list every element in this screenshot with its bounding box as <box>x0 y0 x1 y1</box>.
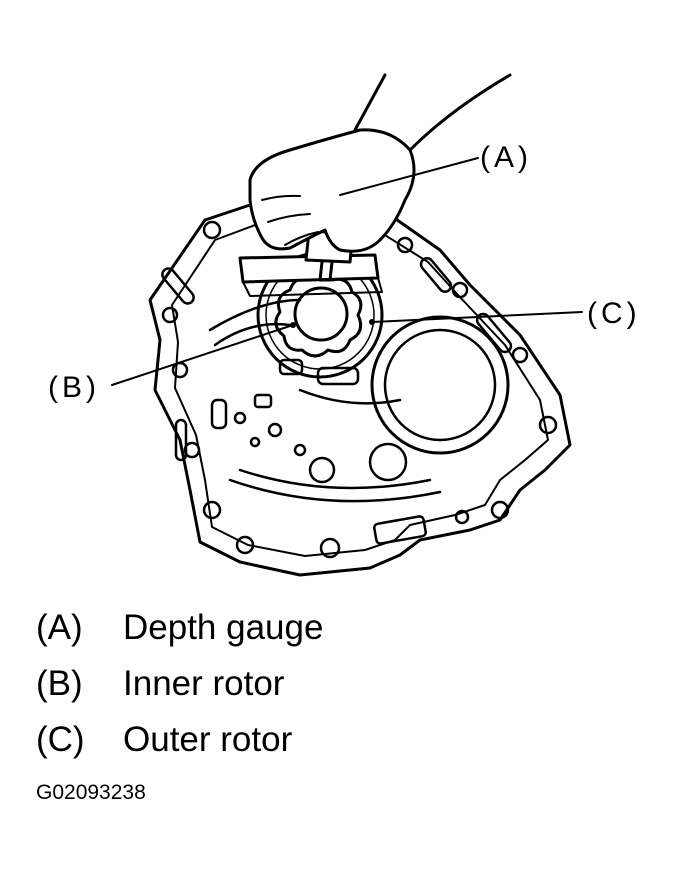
gauge-stem <box>318 260 334 282</box>
large-bore <box>370 315 510 455</box>
callout-b: (B) <box>48 371 100 404</box>
large-bore-inner <box>383 328 497 442</box>
housing-outline <box>148 203 572 577</box>
legend-item-b: (B) Inner rotor <box>36 656 656 712</box>
leader-line-a <box>339 157 479 196</box>
legend-text: Outer rotor <box>123 720 293 759</box>
leader-line-c <box>371 311 583 323</box>
legend-item-a: (A) Depth gauge <box>36 600 656 656</box>
legend: (A) Depth gauge (B) Inner rotor (C) Oute… <box>36 600 656 768</box>
arm-right <box>408 73 512 152</box>
legend-key: (C) <box>36 720 85 759</box>
gauge-bar-side <box>242 277 383 297</box>
legend-item-c: (C) Outer rotor <box>36 712 656 768</box>
leader-dot-b <box>290 322 296 328</box>
hand <box>248 128 416 253</box>
callout-a: (A) <box>480 141 532 174</box>
legend-text: Inner rotor <box>123 664 285 703</box>
inner-rotor-hub <box>293 286 349 342</box>
finger-lines <box>261 194 319 246</box>
body-holes <box>233 411 408 484</box>
figure-id: G02093238 <box>36 781 146 804</box>
arm-left <box>353 73 387 132</box>
legend-text: Depth gauge <box>123 608 324 647</box>
leader-line-b <box>111 324 294 386</box>
callout-c: (C) <box>587 297 641 330</box>
leader-dot-c <box>369 319 375 325</box>
housing-flange <box>171 224 549 557</box>
pump-housing-illustration: (A) (B) (C) <box>48 73 641 577</box>
bolt-holes <box>161 220 558 559</box>
legend-key: (A) <box>36 608 83 647</box>
legend-key: (B) <box>36 664 83 703</box>
